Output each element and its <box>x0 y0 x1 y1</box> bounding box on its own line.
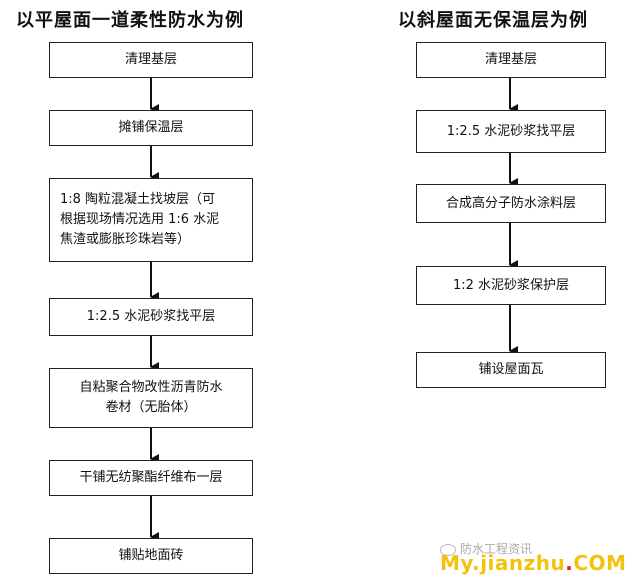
wechat-icon <box>440 543 456 556</box>
right-step-protection: 1:2 水泥砂浆保护层 <box>416 266 606 305</box>
left-step-floor-tile: 铺贴地面砖 <box>49 538 253 574</box>
right-step-label: 清理基层 <box>484 52 537 67</box>
left-step-label: 1:8 陶粒混凝土找坡层（可 根据现场情况选用 1:6 水泥 焦渣或膨胀珍珠岩等… <box>60 192 220 247</box>
left-step-label: 清理基层 <box>124 52 177 67</box>
left-step-label: 摊铺保温层 <box>118 120 184 135</box>
right-title: 以斜屋面无保温层为例 <box>398 10 588 31</box>
left-step-geotextile: 干铺无纺聚酯纤维布一层 <box>49 460 253 496</box>
right-step-label: 1:2.5 水泥砂浆找平层 <box>446 123 576 139</box>
right-step-label: 1:2 水泥砂浆保护层 <box>452 277 570 293</box>
right-step-leveling: 1:2.5 水泥砂浆找平层 <box>416 110 606 153</box>
left-step-slope-layer: 1:8 陶粒混凝土找坡层（可 根据现场情况选用 1:6 水泥 焦渣或膨胀珍珠岩等… <box>49 178 253 262</box>
left-step-insulation: 摊铺保温层 <box>49 110 253 146</box>
right-step-clean-base: 清理基层 <box>416 42 606 78</box>
site-logo: My.jianzhu.COM <box>440 551 627 575</box>
left-step-clean-base: 清理基层 <box>49 42 253 78</box>
right-step-label: 合成高分子防水涂料层 <box>445 195 576 211</box>
right-step-waterproof-coating: 合成高分子防水涂料层 <box>416 184 606 223</box>
right-step-roof-tile: 铺设屋面瓦 <box>416 352 606 388</box>
left-step-leveling: 1:2.5 水泥砂浆找平层 <box>49 298 253 336</box>
watermark-text: 防水工程资讯 <box>440 540 532 557</box>
left-step-label: 自粘聚合物改性沥青防水 卷材（无胎体） <box>79 380 223 415</box>
left-step-label: 干铺无纺聚酯纤维布一层 <box>79 470 223 485</box>
left-title: 以平屋面一道柔性防水为例 <box>16 10 244 31</box>
right-step-label: 铺设屋面瓦 <box>478 362 544 377</box>
left-step-label: 1:2.5 水泥砂浆找平层 <box>86 309 216 324</box>
left-step-waterproof-membrane: 自粘聚合物改性沥青防水 卷材（无胎体） <box>49 368 253 428</box>
left-step-label: 铺贴地面砖 <box>118 548 184 563</box>
